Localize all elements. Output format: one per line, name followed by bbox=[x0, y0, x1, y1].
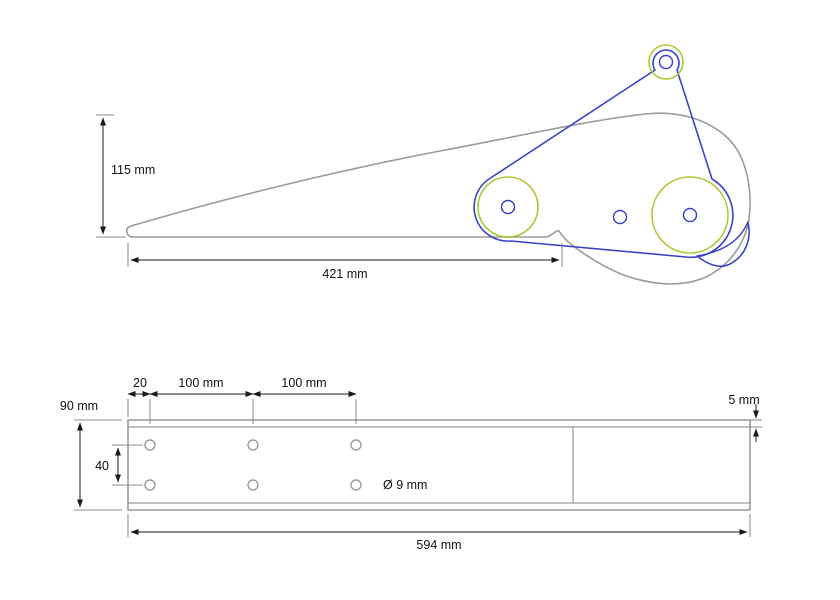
dim-plate-width: 90 mm bbox=[60, 399, 122, 511]
bolt-hole bbox=[350, 439, 362, 451]
dim-overall-length: 594 mm bbox=[127, 514, 751, 552]
cable-tip-path bbox=[696, 221, 750, 268]
hole-pitch-label-1: 100 mm bbox=[178, 376, 223, 390]
plate-width-label: 90 mm bbox=[60, 399, 98, 413]
overall-length-label: 594 mm bbox=[416, 538, 461, 552]
hole-row-spacing-label: 40 bbox=[95, 459, 109, 473]
profile-height-label: 115 mm bbox=[111, 163, 155, 177]
dim-flange-thickness: 5 mm bbox=[728, 393, 762, 442]
dim-profile-length: 421 mm bbox=[127, 243, 563, 281]
pulley-large bbox=[651, 176, 729, 254]
bolt-hole bbox=[144, 479, 156, 491]
bolt-hole bbox=[350, 479, 362, 491]
hole-diameter-label: Ø 9 mm bbox=[383, 478, 427, 492]
pulley-middle-axle bbox=[500, 199, 516, 215]
hole-pitch-label-2: 100 mm bbox=[281, 376, 326, 390]
steering-cable-path bbox=[473, 49, 734, 259]
bolt-hole bbox=[247, 439, 259, 451]
dim-hole-row-spacing: 40 bbox=[95, 444, 143, 486]
channel-outline bbox=[127, 419, 751, 511]
profile-length-label: 421 mm bbox=[322, 267, 367, 281]
pivot-axle bbox=[612, 209, 628, 225]
dim-hole-positions: 20 100 mm 100 mm bbox=[127, 376, 357, 424]
bolt-hole bbox=[144, 439, 156, 451]
edge-offset-label: 20 bbox=[133, 376, 147, 390]
pulley-top bbox=[648, 44, 684, 80]
dim-profile-height: 115 mm bbox=[96, 114, 155, 238]
pulley-large-axle bbox=[682, 207, 698, 223]
flange-thickness-label: 5 mm bbox=[728, 393, 759, 407]
pulley-top-axle bbox=[658, 54, 674, 70]
profile-view: 115 mm 421 mm bbox=[96, 44, 751, 285]
pulley-middle bbox=[477, 176, 539, 238]
airfoil-outline bbox=[125, 112, 751, 285]
bolt-hole bbox=[247, 479, 259, 491]
plate-view: Ø 9 mm 90 mm 20 100 mm 100 mm bbox=[60, 376, 762, 552]
